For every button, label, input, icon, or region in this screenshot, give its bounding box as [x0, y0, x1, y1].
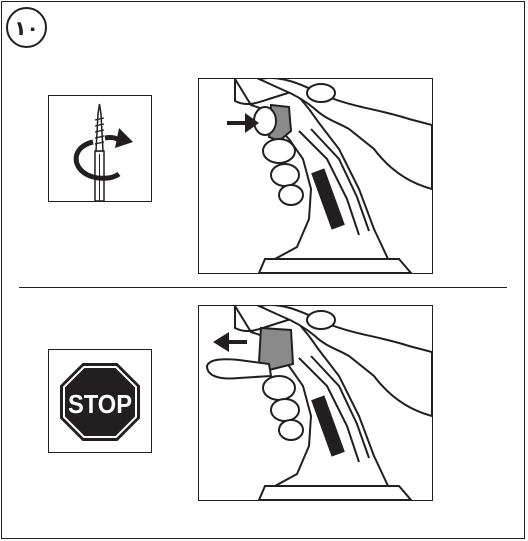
screw-rotation-icon	[49, 96, 151, 201]
step-number: ١٠	[14, 16, 38, 40]
stop-sign-icon: STOP	[49, 350, 151, 452]
stop-label: STOP	[68, 389, 132, 419]
section-divider	[19, 287, 507, 288]
hand-trigger-press-drawing	[199, 79, 432, 273]
trigger-release-illustration	[198, 305, 433, 501]
stop-sign-icon-box: STOP	[48, 349, 152, 453]
trigger-press-illustration	[198, 78, 433, 274]
step-number-badge: ١٠	[6, 7, 47, 48]
hand-trigger-release-drawing	[199, 306, 432, 500]
screw-rotation-icon-box	[48, 95, 152, 202]
